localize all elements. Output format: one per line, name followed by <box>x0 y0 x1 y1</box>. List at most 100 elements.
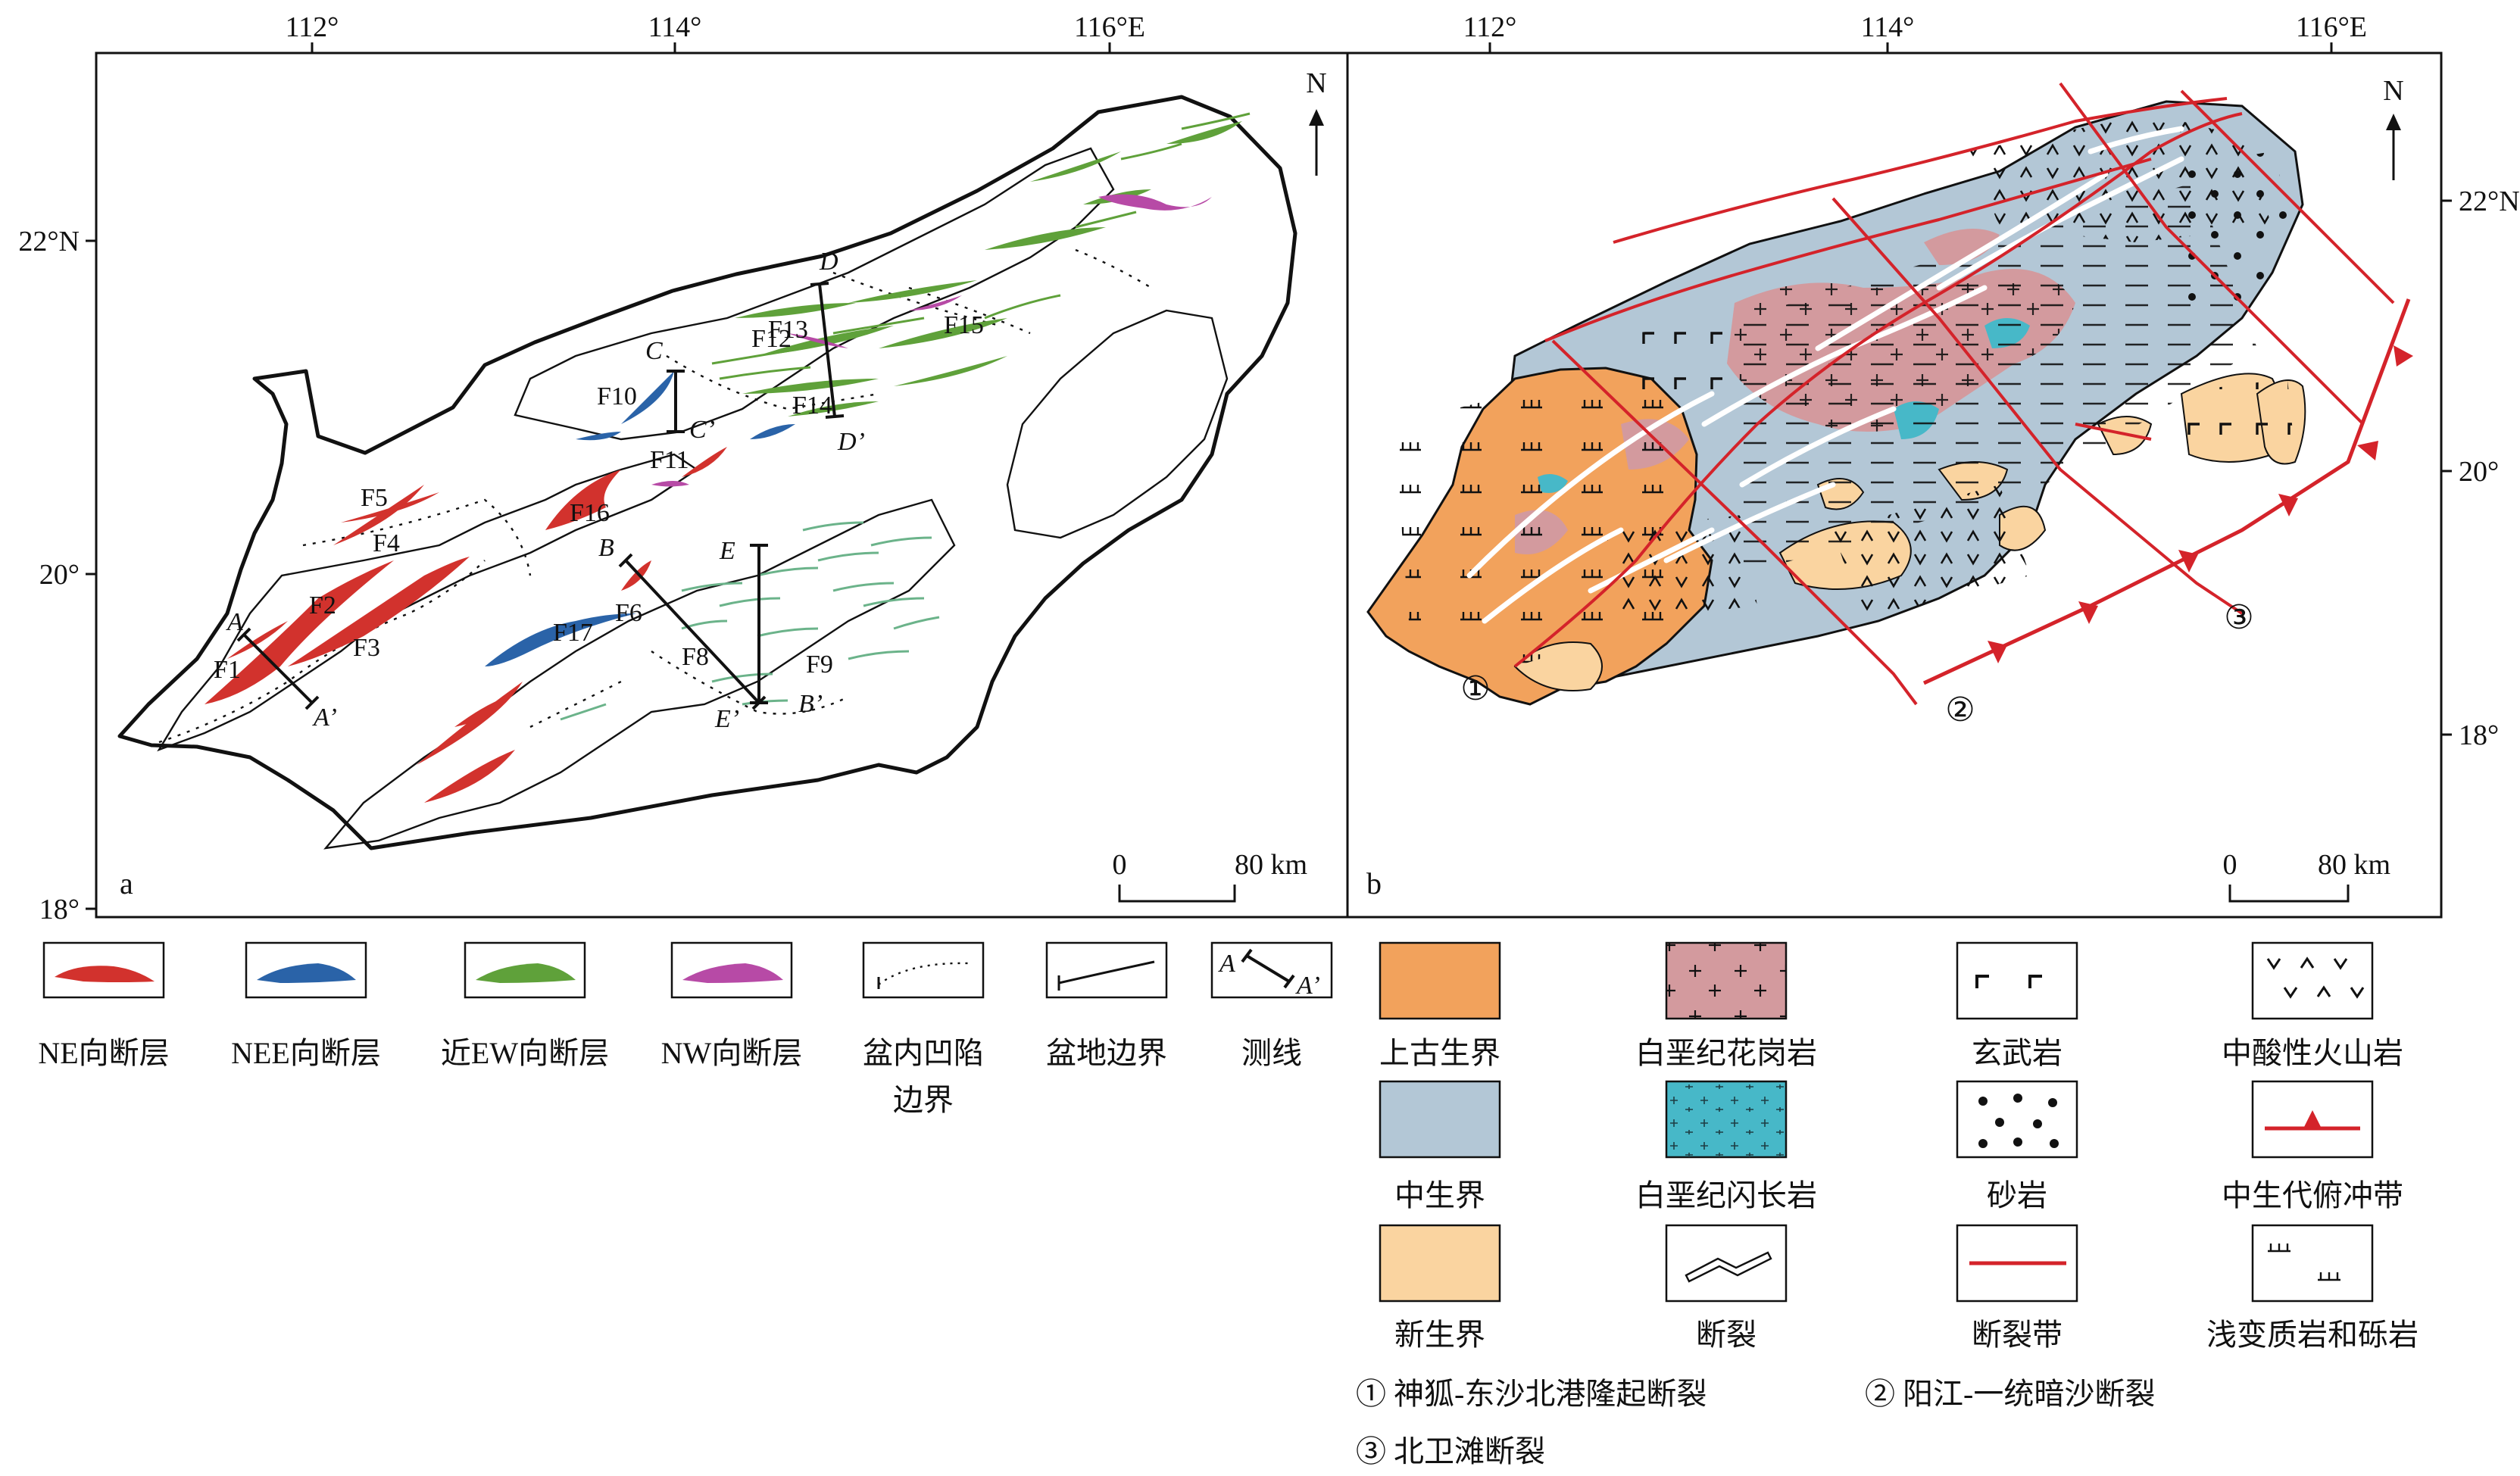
fault-label: F1 <box>214 656 241 684</box>
panel-a-frame <box>95 51 1349 919</box>
profile-label: D’ <box>837 428 865 456</box>
panel-b-lon-tick: 112° <box>1463 11 1517 43</box>
fault-label: F13 <box>768 316 808 344</box>
profile-label: E <box>719 537 735 565</box>
north-arrow: N <box>1306 67 1327 176</box>
legend-label: 中酸性火山岩 <box>2222 1036 2403 1070</box>
panel-b-lon-tick: 114° <box>1861 11 1915 43</box>
fault-label: F8 <box>682 643 709 671</box>
fault-label: F6 <box>615 599 642 627</box>
basin-outer-boundary <box>117 95 1297 850</box>
panel-a-lon-tick: 114° <box>648 11 702 43</box>
panel-b-lat-tick: 18° <box>2459 719 2499 751</box>
sub-basin-boundary <box>323 498 956 850</box>
legend-label: 砂岩 <box>1987 1178 2047 1212</box>
profile-label: A <box>226 608 243 636</box>
sub-basin-boundary <box>1006 309 1229 539</box>
svg-text:80 km: 80 km <box>1235 849 1307 881</box>
fault-zones <box>1513 82 2395 706</box>
volcanic-symbol-icon <box>2266 956 2365 999</box>
fault-number: ② <box>1945 691 1975 729</box>
fault-label: F17 <box>553 619 593 647</box>
svg-text:80 km: 80 km <box>2318 849 2390 881</box>
depression-boundary <box>832 248 1152 335</box>
fault-label: F2 <box>309 591 336 619</box>
depression-boundary <box>158 560 486 744</box>
dotted-boundary-icon <box>878 962 970 985</box>
fault-note: ① 神狐-东沙北港隆起断裂 <box>1356 1377 1707 1411</box>
legend-label: 断裂 <box>1696 1318 1757 1352</box>
legend-label: 上古生界 <box>1379 1036 1500 1070</box>
lithology-patterns <box>1394 114 2295 666</box>
panel-b-lat-tick: 22°N <box>2459 186 2520 217</box>
legend-label: NW向断层 <box>661 1036 803 1070</box>
upper-paleozoic-swatch-icon <box>1379 941 1501 1020</box>
legend-b: 上古生界 白垩纪花岗岩 玄武岩 中酸性火山岩 中生界 白垩纪闪长岩 砂岩 中生代… <box>1356 941 2419 1468</box>
mesozoic-swatch-icon <box>1379 1080 1501 1159</box>
scale-bar: 0 80 km <box>1113 849 1307 903</box>
fault-label: F10 <box>597 382 637 410</box>
subduction-zone-icon <box>2265 1110 2360 1131</box>
legend-label: 盆地边界 <box>1046 1036 1167 1070</box>
legend-label: 中生代俯冲带 <box>2222 1178 2403 1212</box>
profile-label: B <box>598 534 614 562</box>
panel-a-map: F1 F2 F3 F4 F5 F6 F17 F8 F9 F10 F11 F12 … <box>117 67 1327 903</box>
sub-basin-boundary <box>514 147 1115 441</box>
panel-a-lat-tick: 20° <box>39 559 80 591</box>
legend-label: 中生界 <box>1394 1178 1485 1212</box>
basin-boundary-icon <box>1058 960 1155 985</box>
white-fractures <box>1466 126 2184 624</box>
legend-label: 测线 <box>1241 1036 1302 1070</box>
profile-lines <box>236 282 845 710</box>
metamorphic-symbol-icon <box>2268 1244 2340 1281</box>
fault-label: F12 <box>751 325 792 353</box>
svg-text:N: N <box>1306 67 1326 99</box>
ne-faults <box>205 447 727 803</box>
panel-a-lon-tick: 112° <box>286 11 339 43</box>
profile-label: D <box>819 248 838 276</box>
panel-b-lon-tick: 116°E <box>2296 11 2367 43</box>
ew-faults-thin <box>711 112 1251 380</box>
nw-faults <box>651 194 1212 487</box>
green-fault-swatch-icon <box>476 963 576 983</box>
fault-label: F4 <box>373 529 400 557</box>
legend-label: 玄武岩 <box>1972 1036 2063 1070</box>
panel-b-axes: 112° 114° 116°E 22°N 20° 18° b <box>1366 11 2520 900</box>
legend-label: 浅变质岩和砾岩 <box>2206 1318 2419 1352</box>
panel-a-axes: 112° 114° 116°E 22°N 20° 18° a <box>18 11 1145 925</box>
blue-fault-swatch-icon <box>257 963 356 983</box>
basalt-symbol-icon <box>1975 975 2042 988</box>
panel-a-label: a <box>120 866 133 900</box>
panel-a-lat-tick: 18° <box>39 894 80 925</box>
panel-a-lon-tick: 116°E <box>1074 11 1145 43</box>
profile-label: C <box>645 337 663 365</box>
fault-label: F16 <box>570 499 610 527</box>
legend-a: NE向断层 NEE向断层 近EW向断层 NW向断层 盆内凹陷 盆地边界 A A’… <box>38 941 1333 1070</box>
fracture-symbol-icon <box>1685 1251 1772 1283</box>
legend-label: 盆内凹陷 <box>863 1036 984 1070</box>
legend-label: 白垩纪闪长岩 <box>1635 1178 1817 1212</box>
sandstone-symbol-icon <box>1978 1094 2059 1148</box>
fault-note: ② 阳江-一统暗沙断裂 <box>1865 1377 2155 1411</box>
fault-number: ① <box>1460 670 1490 707</box>
panel-a-lat-tick: 22°N <box>18 226 80 257</box>
purple-fault-swatch-icon <box>682 963 783 983</box>
nee-faults <box>485 371 795 666</box>
legend-label: 近EW向断层 <box>441 1036 609 1070</box>
legend-label-line2: 边界 <box>893 1083 954 1117</box>
svg-text:A: A <box>1218 950 1235 978</box>
panel-b-lat-tick: 20° <box>2459 456 2499 488</box>
cenozoic-swatch-icon <box>1379 1224 1501 1303</box>
legend-label: NEE向断层 <box>231 1036 381 1070</box>
legend-label: 新生界 <box>1394 1318 1485 1352</box>
fault-note: ③ 北卫滩断裂 <box>1356 1434 1545 1468</box>
red-fault-swatch-icon <box>55 966 155 982</box>
profile-line-icon <box>1241 948 1295 989</box>
svg-text:N: N <box>2383 75 2403 107</box>
fault-label: F5 <box>361 484 388 512</box>
profile-label: C’ <box>689 416 715 444</box>
profile-labels: A A’ B B’ C C’ D D’ E E’ <box>226 248 865 733</box>
legend-label: 断裂带 <box>1972 1318 2063 1352</box>
fault-number: ③ <box>2224 599 2253 636</box>
